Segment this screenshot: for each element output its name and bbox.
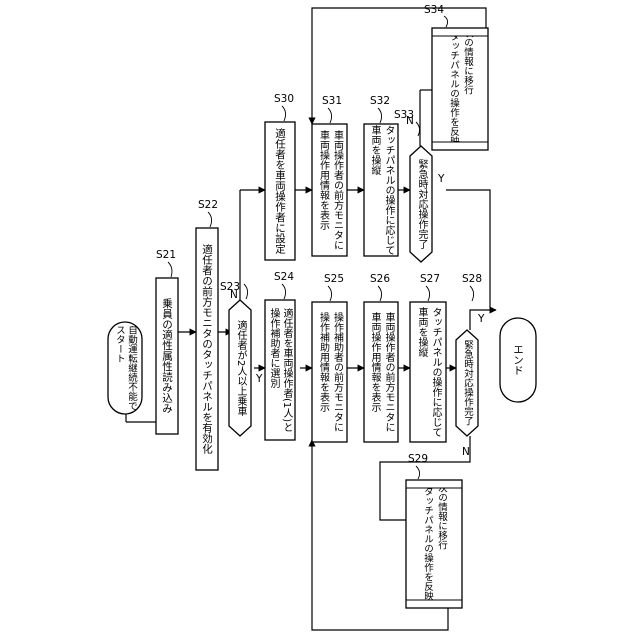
s23-text-fo: 適任者が2人以上乗車: [229, 310, 251, 426]
id-s29: S29: [408, 453, 428, 465]
s25-text: 操作補助者の前方モニタに 操作補助用情報を表示: [312, 302, 347, 442]
leader-s28: [470, 286, 474, 301]
leader-s31: [328, 108, 332, 123]
s30-text-fo: 適任者を車両操作者に設定: [265, 122, 295, 260]
leader-s25: [328, 286, 332, 301]
leader-s22: [208, 212, 212, 227]
id-s26: S26: [370, 273, 390, 285]
s24-text: 適任者を車両操作者(1人)と 操作補助者に選別: [265, 300, 295, 440]
s31-text: 車両操作者の前方モニタに 車両操作用情報を表示: [312, 124, 347, 256]
s30-text: 適任者を車両操作者に設定: [265, 122, 295, 260]
id-s34: S34: [424, 4, 444, 16]
leader-s24: [282, 284, 286, 299]
leader-s32: [378, 108, 382, 123]
s22-text: 適任者の前方モニタのタッチパネルを有効化: [196, 228, 218, 470]
s29-text-fo: 次の情報に移行 (タッチパネルの操作を反映): [406, 488, 462, 600]
s31-text-fo: 車両操作者の前方モニタに 車両操作用情報を表示: [312, 124, 347, 256]
s23-yes-label: Y: [255, 373, 263, 385]
s21-text-fo: 乗員の適性属性読み込み: [156, 278, 178, 434]
leader-s33: [416, 122, 420, 136]
s25-text-fo: 操作補助者の前方モニタに 操作補助用情報を表示: [312, 302, 347, 442]
s22-text-fo: 適任者の前方モニタのタッチパネルを有効化: [196, 228, 218, 470]
id-s27: S27: [420, 273, 440, 285]
s23-no-label: N: [230, 289, 238, 301]
s23-text: 適任者が2人以上乗車: [229, 310, 251, 426]
id-s31: S31: [322, 95, 342, 107]
end-text: エンド: [500, 318, 536, 402]
s32-text: タッチパネルの操作に応じて 車両を操縦: [364, 124, 398, 256]
s28-text-fo: 緊急時対応操作完了: [456, 340, 478, 426]
leader-s29: [416, 466, 420, 479]
id-s28: S28: [462, 273, 482, 285]
s27-text: タッチパネルの操作に応じて 車両を操縦: [410, 302, 446, 442]
s28-text: 緊急時対応操作完了: [456, 340, 478, 426]
s24-text-fo: 適任者を車両操作者(1人)と 操作補助者に選別: [265, 300, 295, 440]
leader-s34: [444, 16, 448, 27]
start-text-fo: 自動運転継続不能で スタート: [108, 326, 142, 410]
id-s21: S21: [156, 249, 176, 261]
id-s25: S25: [324, 273, 344, 285]
s33-text-fo: 緊急時対応操作完了: [410, 156, 432, 252]
line-s33-yes: [446, 190, 490, 308]
leader-s30: [282, 106, 286, 121]
leader-s23: [244, 284, 248, 299]
s33-text: 緊急時対応操作完了: [410, 156, 432, 252]
s34-text-fo: 次の情報に移行 (タッチパネルの操作を反映): [432, 36, 488, 142]
id-s32: S32: [370, 95, 390, 107]
id-s24: S24: [274, 271, 294, 283]
s32-text-fo: タッチパネルの操作に応じて 車両を操縦: [364, 124, 398, 256]
id-s22: S22: [198, 199, 218, 211]
s28-yes-label: Y: [477, 313, 485, 325]
s21-text: 乗員の適性属性読み込み: [156, 278, 178, 434]
s26-text: 車両操作者の前方モニタに 車両操作用情報を表示: [364, 302, 398, 442]
s34-text: 次の情報に移行 (タッチパネルの操作を反映): [432, 36, 488, 142]
end-text-fo: エンド: [500, 318, 536, 402]
leader-s21: [168, 262, 172, 277]
s26-text-fo: 車両操作者の前方モニタに 車両操作用情報を表示: [364, 302, 398, 442]
start-text: 自動運転継続不能で スタート: [108, 326, 142, 410]
s28-no-label: N: [462, 446, 470, 458]
node-texts: 自動運転継続不能で スタート 乗員の適性属性読み込み 適任者の前方モニタのタッチ…: [108, 36, 536, 600]
s33-no-label: N: [406, 115, 414, 127]
s29-text: 次の情報に移行 (タッチパネルの操作を反映): [406, 488, 462, 600]
id-s30: S30: [274, 93, 294, 105]
leader-s27: [426, 286, 430, 301]
leader-s26: [378, 286, 382, 301]
s27-text-fo: タッチパネルの操作に応じて 車両を操縦: [410, 302, 446, 442]
s33-yes-label: Y: [437, 173, 445, 185]
